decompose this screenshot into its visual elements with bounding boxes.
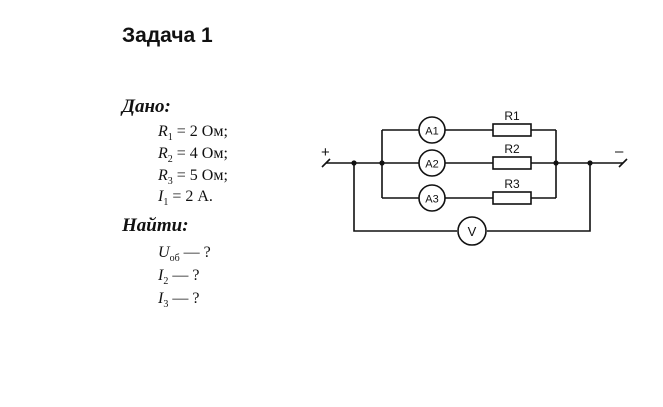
minus-terminal xyxy=(618,158,628,168)
given-item: R1 = 2 Ом; xyxy=(158,120,228,150)
given-symbol: I xyxy=(158,188,164,205)
find-item: I2 — ? xyxy=(158,264,199,294)
find-index: 2 xyxy=(163,276,169,288)
find-index: 3 xyxy=(163,299,169,311)
given-index: 1 xyxy=(163,197,169,209)
ammeter-label: A3 xyxy=(425,194,438,206)
ammeter-3: A3 xyxy=(418,184,446,212)
given-symbol: R xyxy=(158,167,168,184)
voltmeter-wire xyxy=(353,163,457,232)
voltmeter-wire xyxy=(487,163,591,232)
given-value: = 2 Ом; xyxy=(172,123,228,140)
resistor-label: R1 xyxy=(504,109,520,123)
find-symbol: I xyxy=(158,290,164,307)
given-item: I1 = 2 А. xyxy=(158,185,213,215)
given-symbol: R xyxy=(158,123,168,140)
problem-title: Задача 1 xyxy=(122,24,213,47)
resistor-box xyxy=(492,123,532,137)
ammeter-1: A1 xyxy=(418,116,446,144)
given-index: 3 xyxy=(167,176,173,188)
find-symbol: I xyxy=(158,267,164,284)
resistor-box xyxy=(492,156,532,170)
given-heading: Дано: xyxy=(122,96,171,117)
voltmeter: V xyxy=(457,216,487,246)
voltmeter-label: V xyxy=(468,224,477,239)
given-index: 1 xyxy=(167,132,173,144)
plus-label: + xyxy=(321,144,330,161)
junction-dot xyxy=(379,160,385,166)
find-item: I3 — ? xyxy=(158,287,199,317)
find-question: — ? xyxy=(179,244,211,261)
circuit-wires xyxy=(326,129,623,232)
ammeter-circle xyxy=(418,149,446,177)
resistor-box xyxy=(492,191,532,205)
given-value: = 5 Ом; xyxy=(172,167,228,184)
junction-dot xyxy=(351,160,357,166)
ammeter-circle xyxy=(418,184,446,212)
given-value: = 2 А. xyxy=(168,188,213,205)
ammeter-2: A2 xyxy=(418,149,446,177)
find-symbol: U xyxy=(158,244,170,261)
given-symbol: R xyxy=(158,145,168,162)
plus-terminal xyxy=(321,158,331,168)
find-question: — ? xyxy=(168,267,200,284)
junction-dot xyxy=(587,160,593,166)
resistor-3: R3 xyxy=(492,177,532,205)
terminals: + – xyxy=(321,143,628,168)
resistor-1: R1 xyxy=(492,109,532,137)
junctions xyxy=(351,160,593,166)
ammeter-label: A1 xyxy=(425,126,438,138)
junction-dot xyxy=(553,160,559,166)
given-value: = 4 Ом; xyxy=(172,145,228,162)
resistor-label: R3 xyxy=(504,177,520,191)
given-index: 2 xyxy=(167,154,173,166)
find-index: об xyxy=(169,253,180,265)
given-item: R3 = 5 Ом; xyxy=(158,164,228,194)
ammeter-circle xyxy=(418,116,446,144)
given-item: R2 = 4 Ом; xyxy=(158,142,228,172)
resistor-label: R2 xyxy=(504,142,520,156)
voltmeter-circle xyxy=(457,216,487,246)
ammeter-label: A2 xyxy=(425,159,438,171)
find-heading: Найти: xyxy=(122,215,189,236)
find-item: Uоб — ? xyxy=(158,241,211,271)
find-question: — ? xyxy=(168,290,200,307)
minus-label: – xyxy=(615,143,624,160)
resistor-2: R2 xyxy=(492,142,532,170)
